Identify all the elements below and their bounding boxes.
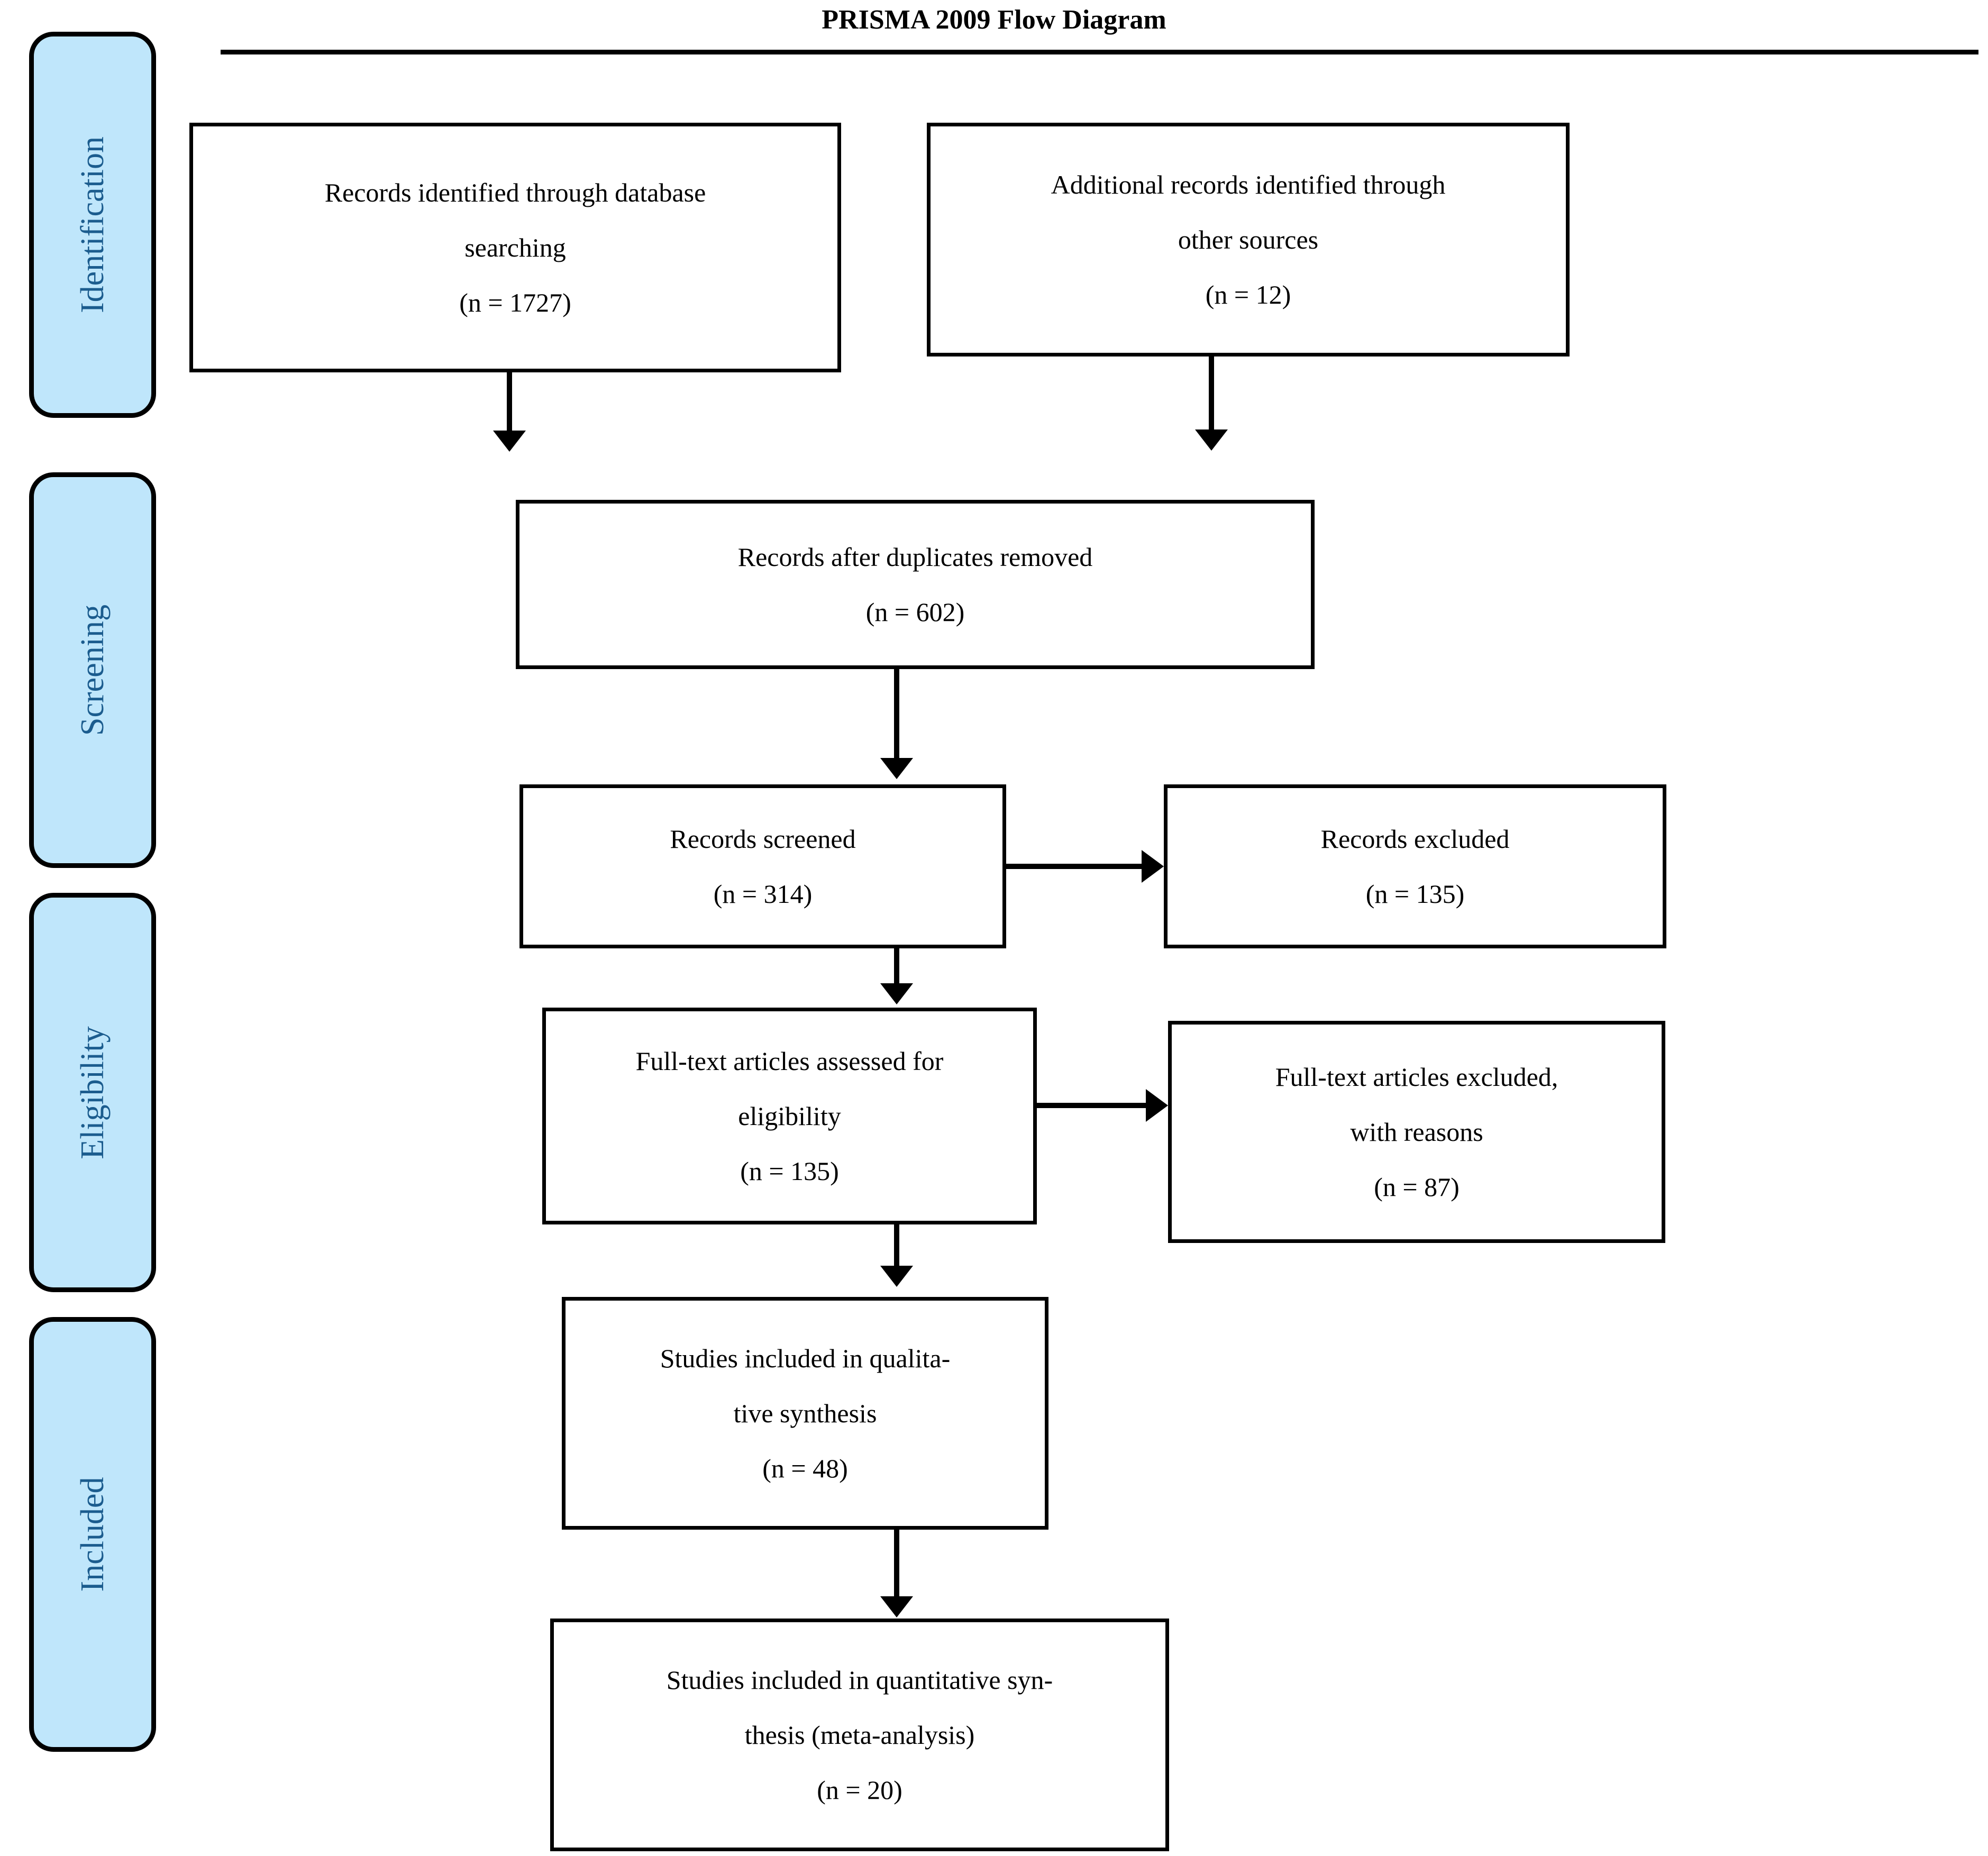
box-database-records-count: (n = 1727) (459, 288, 571, 317)
box-other-records-line1: Additional records identified through (1051, 170, 1446, 199)
box-fulltext-excluded-count: (n = 87) (1374, 1172, 1460, 1202)
stage-label-eligibility: Eligibility (75, 1026, 111, 1159)
stage-label-identification: Identification (75, 136, 111, 313)
box-fulltext-assessed-line1: Full-text articles assessed for (635, 1046, 944, 1076)
box-fulltext-excluded-line2: with reasons (1350, 1117, 1483, 1147)
box-fulltext-assessed-line2: eligibility (738, 1101, 841, 1131)
box-other-records: Additional records identified through ot… (927, 123, 1570, 356)
box-qualitative-synthesis: Studies included in qualita- tive synthe… (562, 1297, 1048, 1530)
title-divider (221, 50, 1978, 54)
box-database-records: Records identified through database sear… (189, 123, 841, 372)
arrow-database-to-duplicates (507, 372, 512, 432)
box-records-excluded: Records excluded (n = 135) (1164, 784, 1666, 948)
box-quantitative-synthesis: Studies included in quantitative syn- th… (550, 1619, 1169, 1851)
stage-eligibility: Eligibility (29, 893, 156, 1292)
box-after-duplicates-count: (n = 602) (865, 597, 965, 627)
box-records-screened-line1: Records screened (670, 824, 856, 854)
box-records-excluded-line1: Records excluded (1320, 824, 1510, 854)
box-fulltext-excluded-line1: Full-text articles excluded, (1275, 1062, 1558, 1092)
box-qualitative-line1: Studies included in qualita- (660, 1343, 951, 1373)
arrow-duplicates-to-screened (894, 669, 899, 759)
box-database-records-line1: Records identified through database (324, 178, 706, 207)
box-qualitative-count: (n = 48) (762, 1453, 848, 1483)
arrow-screened-to-fulltext (894, 948, 899, 984)
box-quantitative-line1: Studies included in quantitative syn- (666, 1665, 1053, 1695)
stage-included: Included (29, 1317, 156, 1752)
box-qualitative-line2: tive synthesis (733, 1398, 877, 1428)
box-other-records-count: (n = 12) (1205, 280, 1291, 309)
box-other-records-line2: other sources (1178, 225, 1319, 254)
arrow-other-to-duplicates (1209, 356, 1214, 431)
stage-screening: Screening (29, 472, 156, 868)
box-records-excluded-count: (n = 135) (1365, 879, 1465, 909)
page-title: PRISMA 2009 Flow Diagram (822, 5, 1166, 35)
stage-label-included: Included (75, 1477, 111, 1592)
box-quantitative-line2: thesis (meta-analysis) (744, 1720, 975, 1750)
arrow-qualitative-to-quantitative (894, 1530, 899, 1597)
box-fulltext-excluded: Full-text articles excluded, with reason… (1168, 1021, 1665, 1243)
box-records-screened: Records screened (n = 314) (519, 784, 1006, 948)
arrow-fulltext-to-excluded (1037, 1103, 1147, 1108)
box-fulltext-assessed: Full-text articles assessed for eligibil… (542, 1008, 1037, 1224)
stage-identification: Identification (29, 32, 156, 418)
box-fulltext-assessed-count: (n = 135) (740, 1156, 839, 1186)
box-database-records-line2: searching (464, 233, 566, 262)
box-records-screened-count: (n = 314) (713, 879, 813, 909)
box-after-duplicates-line1: Records after duplicates removed (737, 542, 1093, 572)
stage-label-screening: Screening (75, 605, 111, 736)
box-quantitative-count: (n = 20) (817, 1775, 902, 1805)
box-after-duplicates: Records after duplicates removed (n = 60… (516, 500, 1315, 669)
arrow-fulltext-to-qualitative (894, 1224, 899, 1267)
arrow-screened-to-excluded (1006, 864, 1143, 869)
